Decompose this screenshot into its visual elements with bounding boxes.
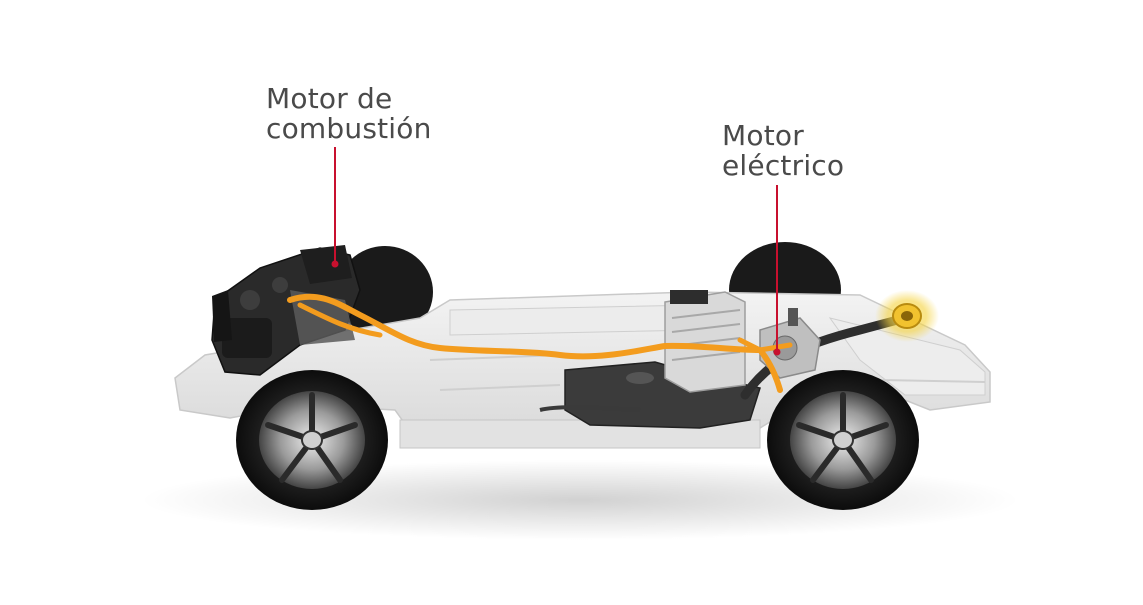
rear-wheel: [767, 370, 919, 510]
electric-label-line2: eléctrico: [722, 149, 845, 182]
electric-label-line1: Motor: [722, 119, 804, 152]
leader-line-electric: [773, 185, 781, 356]
electric-motor-label: Motor eléctrico: [722, 121, 844, 181]
leader-line-combustion: [331, 147, 339, 268]
front-wheel: [236, 370, 388, 510]
hybrid-hv-cable: [287, 293, 783, 393]
combustion-engine-label: Motor de combustión: [266, 84, 432, 144]
combustion-label-line1: Motor de: [266, 82, 393, 115]
combustion-label-line2: combustión: [266, 112, 432, 145]
battery-pack: [664, 290, 746, 393]
